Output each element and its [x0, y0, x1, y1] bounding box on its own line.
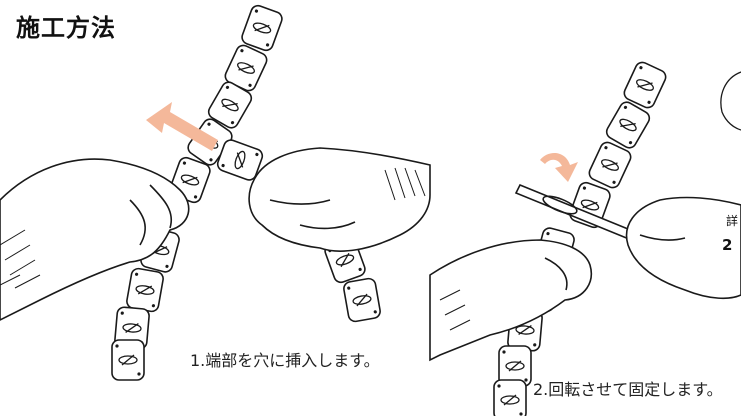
page-title: 施工方法 [16, 14, 116, 42]
step2-left-hand [429, 239, 592, 362]
step2-right-hand [625, 196, 741, 300]
step2-caption: 2.回転させて固定します。 [533, 380, 723, 399]
step1-right-hand [248, 147, 431, 252]
partial-circle [720, 71, 741, 131]
step1-arrow [146, 102, 218, 151]
partial-text: 2 [722, 236, 733, 254]
step1-caption: 1.端部を穴に挿入します。 [190, 351, 380, 370]
step1-left-hand [0, 158, 190, 321]
step2-arrow [540, 153, 578, 182]
partial-mark: 詳 [726, 214, 739, 228]
